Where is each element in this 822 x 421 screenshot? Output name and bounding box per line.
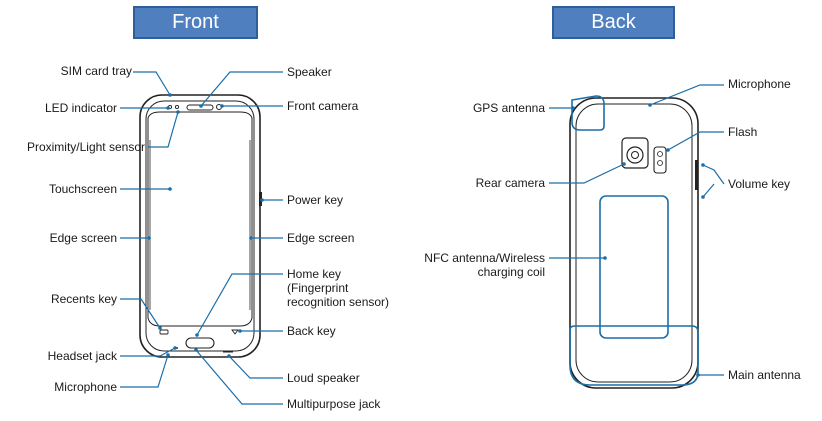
label-power-key: Power key — [287, 193, 344, 207]
label-edge-screen-left: Edge screen — [49, 231, 117, 245]
label-home-key: Home key (Fingerprint recognition sensor… — [287, 267, 390, 309]
label-microphone-back: Microphone — [728, 77, 791, 91]
back-phone — [569, 95, 699, 389]
front-phone — [139, 94, 262, 358]
label-gps-antenna: GPS antenna — [472, 101, 545, 115]
label-loud-speaker: Loud speaker — [287, 371, 360, 385]
label-back-key: Back key — [287, 324, 336, 338]
label-touchscreen: Touchscreen — [48, 182, 117, 196]
back-tab: Back — [552, 6, 675, 39]
label-headset-jack: Headset jack — [47, 349, 117, 363]
label-sim-card-tray: SIM card tray — [60, 64, 132, 78]
leader-lines — [120, 71, 725, 405]
label-proximity-light-sensor: Proximity/Light sensor — [26, 140, 145, 154]
front-tab: Front — [133, 6, 258, 39]
label-volume-key: Volume key — [728, 177, 791, 191]
label-multipurpose-jack: Multipurpose jack — [287, 397, 381, 411]
label-rear-camera: Rear camera — [475, 176, 545, 190]
label-microphone-front: Microphone — [54, 380, 117, 394]
label-edge-screen-right: Edge screen — [287, 231, 355, 245]
label-front-camera: Front camera — [287, 99, 359, 113]
label-speaker: Speaker — [287, 65, 332, 79]
label-main-antenna: Main antenna — [728, 368, 801, 382]
label-recents-key: Recents key — [50, 292, 117, 306]
label-led-indicator: LED indicator — [44, 101, 117, 115]
label-nfc-antenna: NFC antenna/Wireless charging coil — [424, 251, 545, 279]
leader-dots — [147, 93, 705, 377]
label-flash: Flash — [728, 125, 758, 139]
